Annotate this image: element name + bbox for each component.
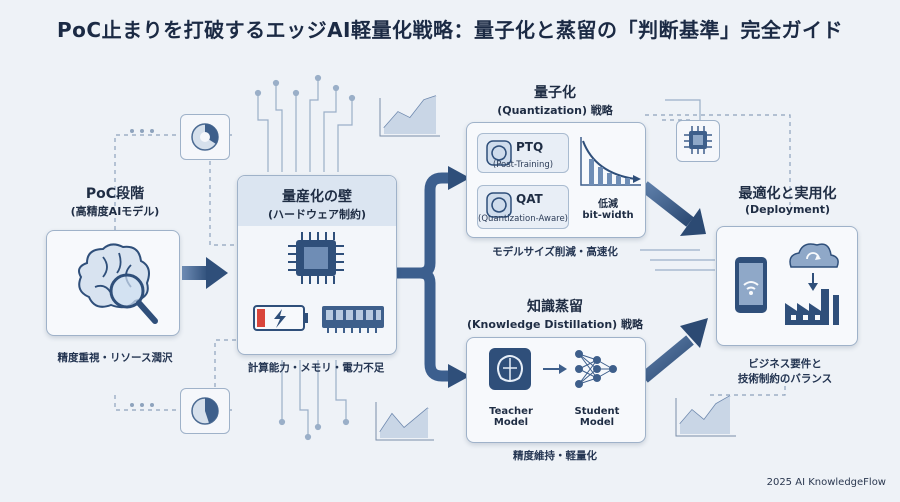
deploy-heading: 最適化と実用化 (Deployment) <box>700 183 875 216</box>
ptq-desc: (Post-Training) <box>492 160 554 170</box>
quant-title: 量子化 <box>534 85 576 101</box>
student-label-2: Model <box>579 417 615 428</box>
qat-pill: QAT (Quantization-Aware) <box>477 185 569 229</box>
quant-card: PTQ (Post-Training) QAT (Quantization-Aw… <box>466 122 646 238</box>
cloud-sync-icon <box>789 243 839 268</box>
arrow-quant-to-deploy <box>640 181 706 236</box>
pie-chart-icon <box>191 397 219 425</box>
brain-magnifier-icon <box>78 243 158 324</box>
wall-caption: 計算能力・メモリ・電力不足 <box>247 362 385 374</box>
distill-caption: 精度維持・軽量化 <box>513 450 597 462</box>
bitwidth-decline-chart-icon <box>580 137 641 186</box>
distill-title: 知識蒸留 <box>527 299 583 315</box>
quant-chart-label-1: 低減 <box>598 199 618 210</box>
distill-subtitle: (Knowledge Distillation) 戦略 <box>466 318 644 331</box>
brain-chip-icon <box>486 192 512 218</box>
qat-name: QAT <box>516 192 543 206</box>
poc-subtitle: (高精度AIモデル) <box>70 205 160 218</box>
poc-title: PoC段階 <box>85 186 145 202</box>
wall-title: 量産化の壁 <box>282 189 352 205</box>
teacher-label: Teacher Model <box>483 406 539 428</box>
quant-chart-label-2: bit-width <box>582 210 634 221</box>
distill-card: Teacher Model Student Model <box>466 337 646 443</box>
cpu-chip-icon <box>684 126 712 154</box>
deploy-caption-2: 技術制約のバランス <box>737 373 833 385</box>
circuit-traces-bottom <box>278 360 350 441</box>
quant-chart-label: 低減 bit-width <box>573 195 643 221</box>
teacher-student-icons <box>489 348 617 390</box>
wall-subtitle: (ハードウェア制約) <box>267 208 367 221</box>
arrow-distill-to-deploy <box>640 318 708 383</box>
low-battery-icon <box>253 305 308 331</box>
pie-box-bottom <box>180 388 230 434</box>
deploy-title: 最適化と実用化 <box>738 186 837 202</box>
circuit-traces-top <box>254 74 356 172</box>
student-label-1: Student <box>574 406 620 417</box>
teacher-brain-icon <box>489 348 531 390</box>
distill-heading: 知識蒸留 (Knowledge Distillation) 戦略 <box>450 296 660 332</box>
poc-heading: PoC段階 (高精度AIモデル) <box>40 183 190 219</box>
cpu-icon <box>288 232 344 284</box>
deploy-caption: ビジネス要件と 技術制約のバランス <box>705 356 865 386</box>
factory-icon <box>785 289 839 325</box>
qat-desc: (Quantization-Aware) <box>478 214 569 224</box>
quant-subtitle: (Quantization) 戦略 <box>497 104 613 117</box>
teacher-label-1: Teacher <box>489 406 533 417</box>
page-title: PoC止まりを打破するエッジAI軽量化戦略：量子化と蒸留の「判断基準」完全ガイド <box>57 18 843 42</box>
deploy-icons <box>735 243 839 325</box>
hardware-icons <box>253 232 384 333</box>
pie-box-top <box>180 114 230 160</box>
poc-card <box>46 230 180 336</box>
decor-chart-bottom-right <box>675 395 736 437</box>
deploy-card <box>716 226 858 346</box>
poc-caption: 精度重視・リソース潤沢 <box>57 352 173 364</box>
student-label: Student Model <box>569 406 625 428</box>
credit-text: 2025 AI KnowledgeFlow <box>766 477 886 488</box>
arrow-wall-split <box>395 166 470 388</box>
quant-heading: 量子化 (Quantization) 戦略 <box>470 82 640 118</box>
ptq-pill: PTQ (Post-Training) <box>477 133 569 173</box>
wall-card: 量産化の壁 (ハードウェア制約) <box>237 175 397 355</box>
memory-ram-icon <box>322 306 384 333</box>
smartphone-wifi-icon <box>735 257 767 313</box>
dots <box>130 129 154 407</box>
wall-heading: 量産化の壁 (ハードウェア制約) <box>238 186 396 222</box>
chip-box <box>676 120 720 162</box>
arrow-poc-to-wall <box>182 257 228 289</box>
quant-caption: モデルサイズ削減・高速化 <box>492 246 618 258</box>
deploy-caption-1: ビジネス要件と <box>748 358 822 370</box>
teacher-label-2: Model <box>493 417 529 428</box>
decor-chart-bottom-left <box>375 402 434 441</box>
student-network-icon <box>575 350 617 388</box>
ptq-name: PTQ <box>516 140 544 154</box>
decor-chart-top <box>379 95 440 137</box>
pie-chart-icon <box>191 123 219 151</box>
deploy-subtitle: (Deployment) <box>744 203 831 216</box>
brain-chip-icon <box>486 140 512 166</box>
